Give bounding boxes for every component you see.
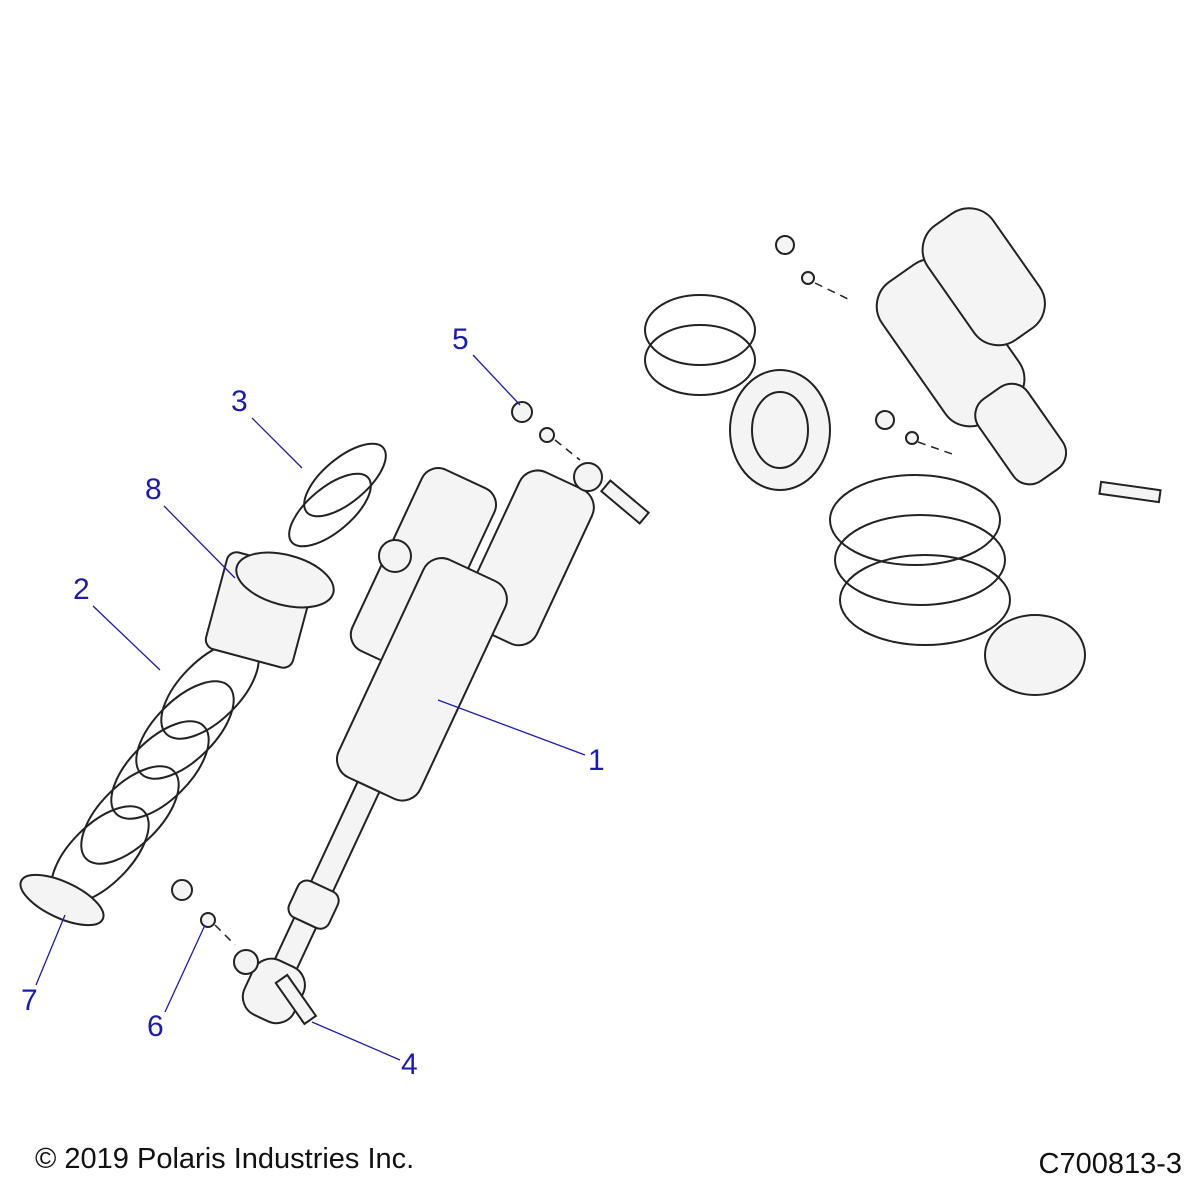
spring-spacer [204, 551, 335, 669]
callout-8: 8 [145, 473, 162, 506]
washer-lower [200, 912, 216, 928]
shock-absorber [233, 462, 603, 1025]
callout-7: 7 [21, 984, 38, 1017]
callout-3: 3 [231, 385, 248, 418]
bolt-lower [274, 973, 318, 1026]
reference-assembly [644, 207, 1162, 696]
callout-1: 1 [588, 744, 605, 777]
leader-1 [437, 699, 586, 756]
leader-6 [164, 924, 206, 1013]
small-spring [288, 442, 387, 548]
leader-8 [163, 505, 236, 579]
callout-4: 4 [401, 1048, 418, 1081]
nut-lower [171, 879, 193, 901]
diagram-code: C700813-3 [1038, 1148, 1183, 1180]
callout-5: 5 [452, 323, 469, 356]
bolt-upper [599, 479, 651, 525]
leader-5 [472, 354, 521, 406]
leader-7 [35, 914, 66, 986]
large-spring [50, 640, 260, 905]
leader-4 [311, 1021, 401, 1061]
copyright-text: © 2019 Polaris Industries Inc. [35, 1143, 415, 1175]
callout-2: 2 [73, 573, 90, 606]
callout-6: 6 [147, 1010, 164, 1043]
washer-upper [539, 427, 555, 443]
spring-retainer [19, 873, 105, 927]
leader-2 [92, 605, 161, 671]
nut-upper [511, 401, 533, 423]
leader-3 [251, 417, 303, 469]
